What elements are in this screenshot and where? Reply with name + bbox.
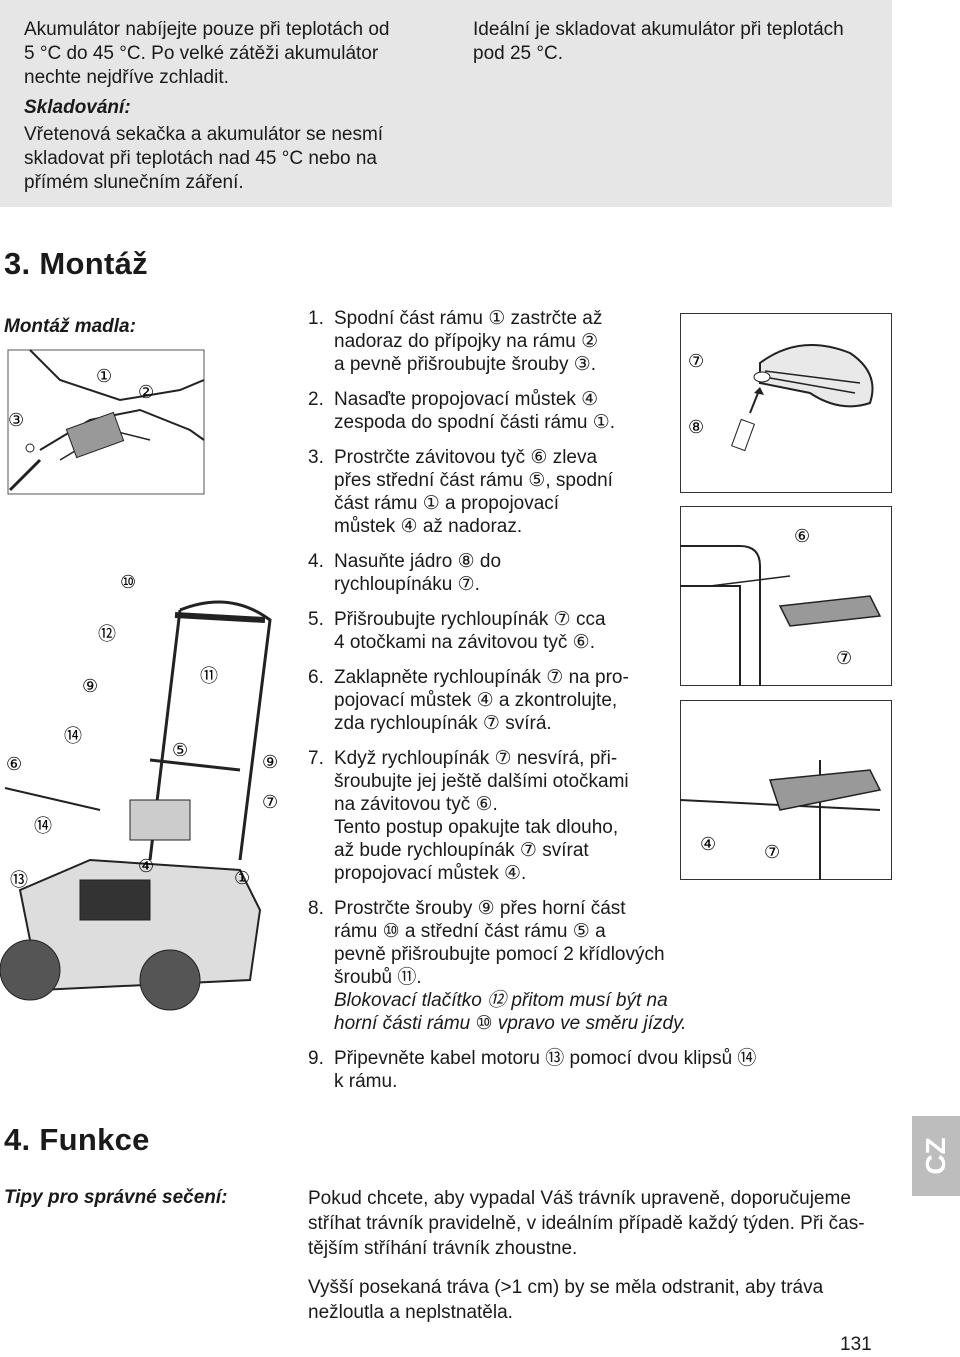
storage-text: Vřetenová sekačka a akumulátor se nesmí …: [24, 124, 384, 193]
label-11: ⑪: [200, 666, 218, 686]
step-8: 8. Prostrčte šrouby ⑨ přes horní část rá…: [308, 898, 687, 1034]
label-4: ④: [138, 856, 154, 876]
step-3: 3. Prostrčte závitovou tyč ⑥ zleva přes …: [308, 447, 613, 537]
step-6: 6. Zaklapněte rychloupínák ⑦ na pro- poj…: [308, 667, 629, 734]
label-4-right: ④: [700, 834, 716, 854]
ideal-storage-note: Ideální je skladovat akumulátor při tepl…: [473, 19, 844, 64]
label-2: ②: [138, 382, 154, 402]
charging-temperature-note: Akumulátor nabíjejte pouze při teplotách…: [24, 19, 390, 88]
clamped-bridge-illustration: ④ ⑦: [680, 700, 892, 880]
tip-paragraph-2: Vyšší posekaná tráva (>1 cm) by se měla …: [308, 1277, 824, 1323]
label-6: ⑥: [6, 754, 22, 774]
page-number: 131: [840, 1334, 872, 1355]
threaded-rod-illustration: ⑥ ⑦: [680, 506, 892, 686]
step-9: 9. Připevněte kabel motoru ⑬ pomocí dvou…: [308, 1048, 757, 1092]
step-1: 1. Spodní část rámu ① zastrčte až nadora…: [308, 308, 603, 375]
step-7: 7. Když rychloupínák ⑦ nesvírá, při- šro…: [308, 748, 629, 884]
label-3: ③: [8, 410, 24, 430]
label-8: ⑧: [688, 417, 704, 437]
mowing-tips: Pokud chcete, aby vypadal Váš trávník up…: [308, 1186, 888, 1339]
mower-assembly-illustration: ⑩ ⑫ ⑪ ⑨ ⑭ ⑤ ⑨ ⑥ ⑦ ⑭ ④ ① ⑬: [0, 572, 278, 1011]
assembly-steps: 1. Spodní část rámu ① zastrčte až nadora…: [308, 307, 757, 1105]
label-14-bottom: ⑭: [34, 816, 52, 836]
label-10: ⑩: [120, 572, 136, 592]
step-4: 4. Nasuňte jádro ⑧ do rychloupínáku ⑦.: [308, 551, 502, 595]
label-7-mid: ⑦: [836, 648, 852, 668]
label-7-bottom: ⑦: [764, 842, 780, 862]
storage-heading: Skladování:: [24, 97, 131, 118]
label-12: ⑫: [98, 624, 116, 644]
label-9-left: ⑨: [82, 676, 98, 696]
label-7: ⑦: [262, 792, 278, 812]
language-tab: CZ: [912, 1116, 960, 1196]
label-9-right: ⑨: [262, 752, 278, 772]
storage-info-box: [0, 0, 892, 207]
tip-paragraph-1: Pokud chcete, aby vypadal Váš trávník up…: [308, 1188, 865, 1259]
side-label-montaz-madla: Montáž madla:: [4, 316, 136, 337]
side-label-tipy: Tipy pro správné sečení:: [4, 1187, 228, 1208]
quick-release-core-illustration: ⑦ ⑧: [680, 313, 892, 493]
step-2: 2. Nasaďte propojovací můstek ④ zespoda …: [308, 389, 616, 433]
section-title-funkce: 4. Funkce: [4, 1122, 150, 1157]
label-6-right: ⑥: [794, 526, 810, 546]
section-title-montaz: 3. Montáž: [4, 246, 148, 281]
label-5: ⑤: [172, 740, 188, 760]
step-5: 5. Přišroubujte rychloupínák ⑦ cca 4 oto…: [308, 609, 606, 653]
handle-detail-illustration: ① ② ③: [7, 349, 205, 495]
label-1-bottom: ①: [234, 868, 250, 888]
label-7-top: ⑦: [688, 351, 704, 371]
label-13: ⑬: [10, 870, 28, 890]
label-1: ①: [96, 366, 112, 386]
label-14-top: ⑭: [64, 726, 82, 746]
